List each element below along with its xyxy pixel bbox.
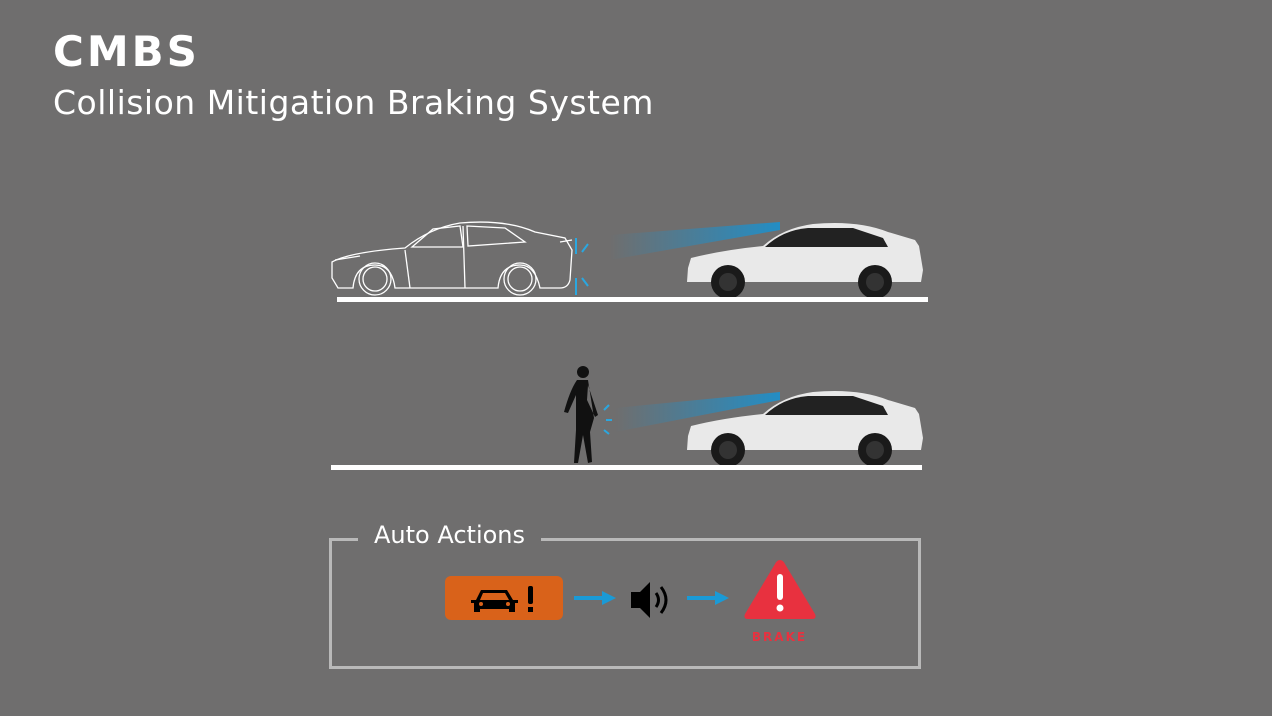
sensor-beam <box>610 222 780 260</box>
brake-warning-icon <box>744 560 816 619</box>
page-subtitle: Collision Mitigation Braking System <box>53 83 654 122</box>
arrow-right-icon <box>687 591 729 605</box>
arrow-right-icon <box>574 591 616 605</box>
page-title: CMBS <box>53 27 200 76</box>
car-icon <box>687 391 923 467</box>
road-line <box>337 297 928 302</box>
speaker-icon <box>631 582 668 618</box>
sensor-beam <box>615 392 780 432</box>
road-line <box>331 465 922 470</box>
auto-actions-label: Auto Actions <box>358 519 542 551</box>
pedestrian-icon <box>564 366 598 463</box>
brake-label: BRAKE <box>751 630 808 644</box>
scene-vehicle-detection <box>320 210 940 310</box>
scene-pedestrian-detection <box>320 360 940 470</box>
auto-actions-panel <box>329 538 921 669</box>
forward-collision-warning-icon <box>445 576 563 620</box>
car-outline-icon <box>331 221 940 299</box>
car-icon <box>687 223 923 299</box>
